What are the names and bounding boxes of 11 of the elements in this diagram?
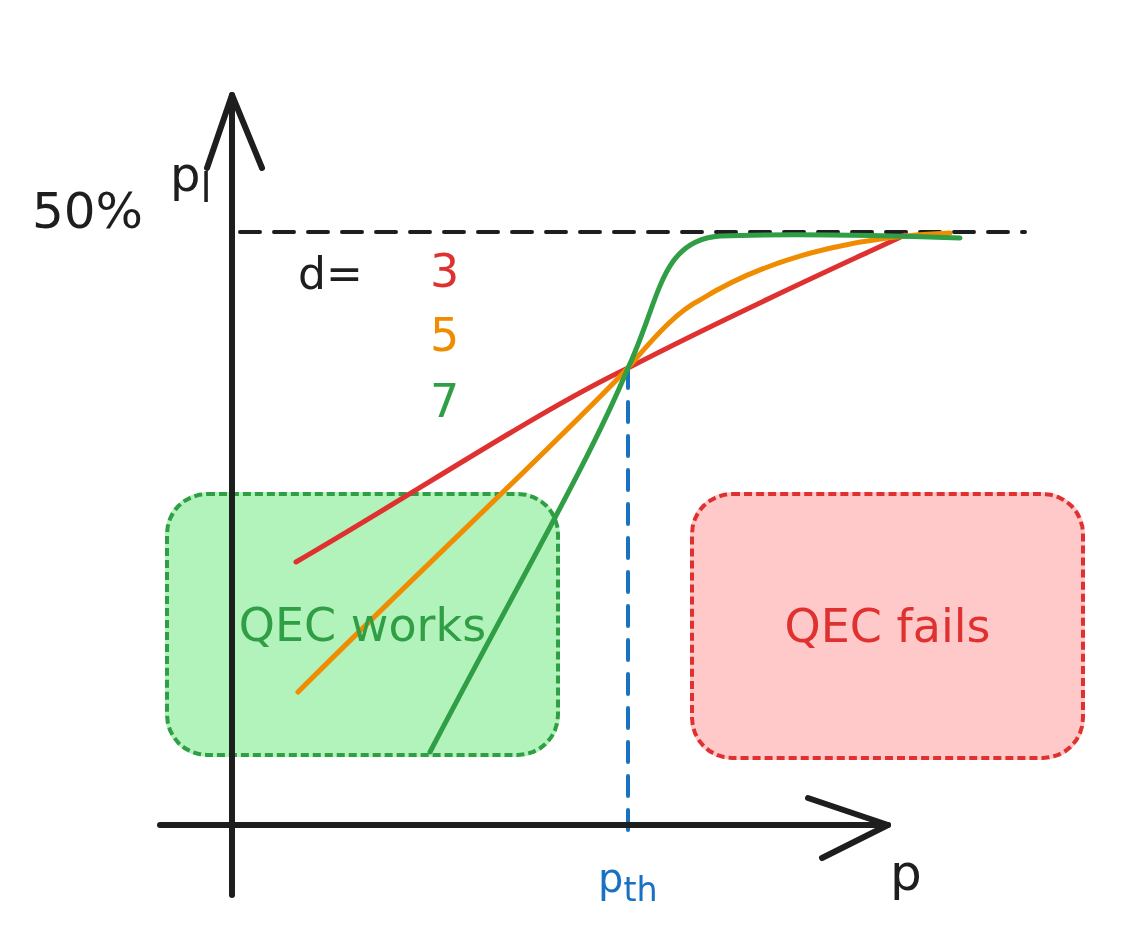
legend-value: 3 <box>430 248 460 294</box>
tick-label: 50% <box>32 186 144 236</box>
legend-value: 5 <box>430 312 460 358</box>
region-box <box>690 492 1085 760</box>
region-label: QEC fails <box>784 599 991 653</box>
region-box <box>165 492 560 757</box>
legend-title: d= <box>298 252 363 296</box>
threshold-label: p$_{th}$ <box>598 858 658 907</box>
axis-label: p$_{l}$ <box>170 150 212 208</box>
legend-value: 7 <box>430 378 460 424</box>
axis-label: p <box>890 848 922 898</box>
